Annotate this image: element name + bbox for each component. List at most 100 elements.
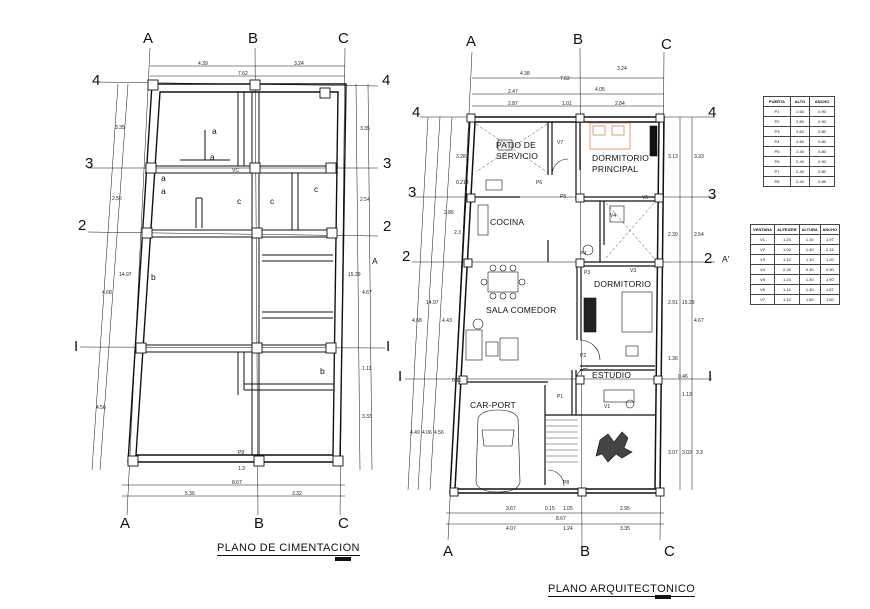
foundation-outer-walls [127,83,347,463]
dim-label: 2.91 [668,300,678,306]
section-marker-a: A [372,256,378,266]
arch-inner-walls [462,122,655,485]
dim-label: 4.49 [410,430,420,436]
dim-label: 4.56 [96,405,106,411]
arch-axis-a-bottom: A [443,543,454,560]
door-tag-p6: P6 [536,180,543,186]
room-label-study: ESTUDIO [592,370,632,380]
table-cell: 1.97 [819,234,841,245]
table-cell: P5 [763,146,791,157]
dim-label: 3.33 [362,414,372,420]
dim-label: 3.02 [682,450,692,456]
table-cell: 1.10 [798,234,821,245]
arch-axis-2-right: 2 [704,250,713,267]
door-tag-p2: P2 [580,353,587,359]
dim-label: 3.35 [115,125,125,131]
table-cell: 1.90 [819,274,841,285]
dim-label: 1.13 [682,392,692,398]
table-header-cell: ALFEIZER [774,224,800,235]
table-cell: 0.90 [809,106,835,117]
axis-label-4-right: 4 [382,72,391,89]
patio-x-lines [475,123,655,259]
table-cell: V1 [749,234,776,245]
table-cell: 1.50 [819,294,841,305]
dim-label: 3.35 [620,526,630,532]
table-cell: V4 [749,264,776,275]
axis-label-3-left: 3 [85,155,94,172]
dim-label: 8.67 [232,480,242,486]
table-cell: P8 [763,176,791,187]
dim-label: 2.54 [360,197,370,203]
window-tag-v7: V7 [557,140,564,146]
table-cell: 2.15 [819,244,841,255]
table-header-cell: ANCHO [809,96,835,107]
dim-label: 7.62 [560,76,570,82]
arch-axis-1-left: I [398,368,403,385]
axis-label-a-bottom: A [120,515,131,532]
door-tag-p8: P8 [563,480,570,486]
table-header-cell: ALTURA [798,224,821,235]
dim-label: 1.24 [563,526,573,532]
door-tag-p5: P5 [560,194,567,200]
dim-label: 2.84 [615,101,625,107]
foundation-plan [79,47,386,516]
arch-axis-a-top: A [466,33,477,50]
section-mark-a: a [210,152,215,162]
room-label-carport: CAR-PORT [470,400,516,410]
dim-label: 3.67 [506,506,516,512]
table-cell: 1.20 [819,254,841,265]
table-cell: P6 [763,156,791,167]
dim-label: 3.28 [456,154,466,160]
table-cell: 0.80 [809,146,835,157]
arch-plan-title: PLANO ARQUITECTONICO [548,583,696,597]
dim-label: 2.95 [620,506,630,512]
section-mark-c: c [237,196,242,206]
table-cell: P7 [763,166,791,177]
table-cell: V7 [749,294,776,305]
room-label-patio: PATIO DE SERVICIO [496,140,539,161]
dim-label: 3.3 [696,450,703,456]
table-cell: 1.00 [774,244,800,255]
table-cell: 2.40 [789,146,811,157]
dim-label: 1.11 [362,366,372,372]
window-tag-v1: V1 [604,404,611,410]
axis-label-c-top: C [338,30,349,47]
table-cell: 1.30 [798,274,821,285]
dim-label: 3.24 [294,61,304,67]
table-cell: 1.30 [798,284,821,295]
table-cell: 1.20 [774,234,800,245]
section-mark-c: c [314,184,319,194]
foundation-title-bar [335,557,351,561]
arch-axis-b-top: B [573,31,584,48]
dim-label: 1.3 [238,466,245,472]
axis-label-2-right: 2 [383,218,392,235]
table-cell: V3 [749,254,776,265]
axis-label-c-bottom: C [338,515,349,532]
foundation-plan-title: PLANO DE CIMENTACION [217,542,360,556]
table-header-cell: PUERTA [763,96,791,107]
table-cell: 2.40 [789,156,811,167]
arch-axis-2-left: 2 [402,248,411,265]
table-cell: 0.90 [809,156,835,167]
beam-mark-vc: VC [232,168,239,174]
arch-axis-c-top: C [661,36,672,53]
dim-label: 3.24 [617,66,627,72]
table-cell: 1.67 [819,284,841,295]
section-mark-b: b [151,272,156,282]
table-cell: 2.60 [789,126,811,137]
section-mark-b: b [320,366,325,376]
room-label-bedroom: DORMITORIO [594,279,652,289]
dim-label: 3.35 [360,126,370,132]
arch-axis-c-bottom: C [664,543,675,560]
foundation-dimensions [91,65,373,497]
